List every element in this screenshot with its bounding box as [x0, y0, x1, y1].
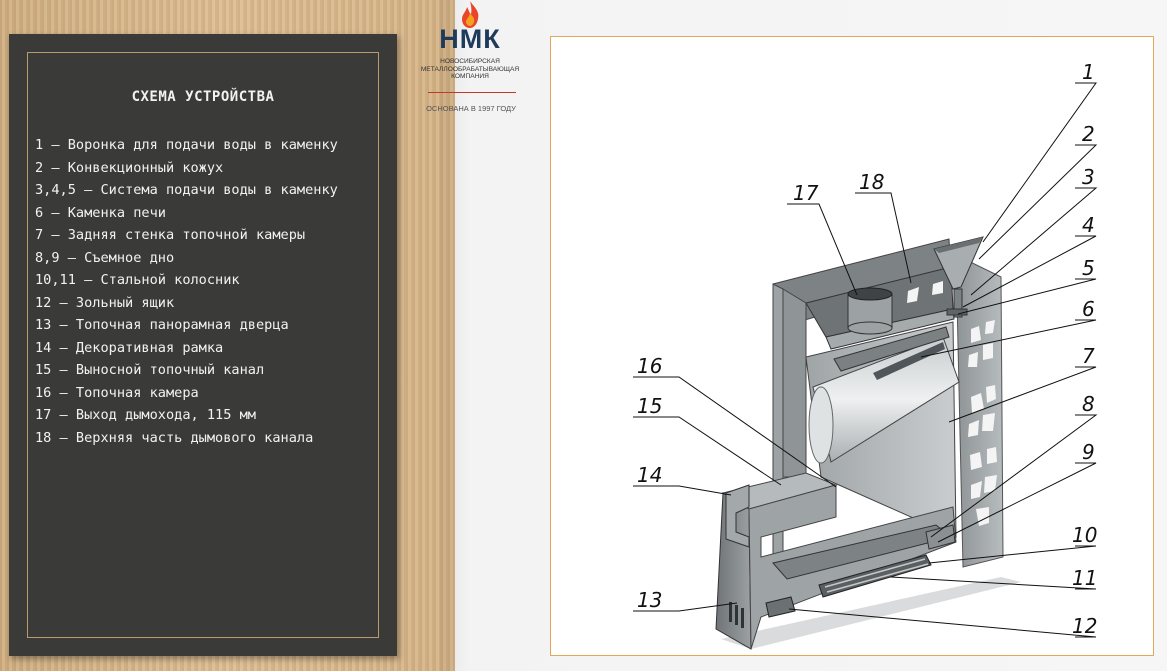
- callout-number-9: 9: [1082, 440, 1095, 464]
- legend-item: 18 – Верхняя часть дымового канала: [35, 429, 314, 446]
- legend-item: 1 – Воронка для подачи воды в каменку: [35, 137, 338, 153]
- callout-number-18: 18: [859, 170, 884, 194]
- logo-name: НМК: [439, 24, 501, 54]
- legend-item: 15 – Выносной топочный канал: [35, 362, 265, 378]
- legend-item: 3,4,5 – Система подачи воды в каменку: [35, 182, 338, 198]
- callout-number-14: 14: [637, 463, 662, 487]
- callout-number-8: 8: [1082, 392, 1095, 416]
- logo-subtitle: НОВОСИБИРСКАЯ МЕТАЛЛООБРАБАТЫВАЮЩАЯ КОМП…: [410, 58, 530, 81]
- legend-item: 12 – Зольный ящик: [35, 294, 175, 311]
- legend-item: 16 – Топочная камера: [35, 384, 199, 401]
- logo-founded: ОСНОВАНА В 1997 ГОДУ: [426, 104, 516, 113]
- callout-number-11: 11: [1072, 566, 1097, 590]
- wood-edge-shadow: [440, 0, 470, 671]
- legend-item: 17 – Выход дымохода, 115 мм: [35, 407, 256, 423]
- board-title: СХЕМА УСТРОЙСТВА: [131, 89, 275, 105]
- door-slots: [729, 602, 744, 628]
- callout-number-5: 5: [1082, 256, 1095, 280]
- chimney-outlet: [847, 287, 893, 335]
- legend-item: 8,9 – Съемное дно: [35, 249, 175, 266]
- legend-item: 2 – Конвекционный кожух: [35, 159, 224, 176]
- legend-list: 1 – Воронка для подачи воды в каменку 2 –…: [35, 134, 369, 449]
- board-frame: [27, 52, 379, 638]
- legend-board: СХЕМА УСТРОЙСТВА 1 – Воронка для подачи …: [9, 34, 397, 656]
- callout-number-1: 1: [1082, 60, 1095, 84]
- stove-body: [715, 236, 1021, 650]
- logo-subtitle-line: КОМПАНИЯ: [451, 73, 489, 81]
- callout-number-3: 3: [1082, 165, 1095, 189]
- ash-drawer: [765, 596, 796, 618]
- decorative-frame: [725, 484, 750, 548]
- legend-item: 10,11 – Стальной колосник: [35, 272, 240, 288]
- callout-number-10: 10: [1072, 523, 1097, 547]
- logo-subtitle-line: МЕТАЛЛООБРАБАТЫВАЮЩАЯ: [420, 65, 520, 73]
- company-logo: НМК НОВОСИБИРСКАЯ МЕТАЛЛООБРАБАТЫВАЮЩАЯ …: [410, 0, 542, 120]
- flame-icon: [462, 1, 479, 28]
- legend-item: 6 – Каменка печи: [35, 204, 166, 221]
- water-funnel: [933, 236, 984, 318]
- logo-divider: [428, 92, 516, 93]
- callout-number-17: 17: [793, 181, 819, 205]
- callout-number-2: 2: [1082, 122, 1095, 146]
- legend-item: 14 – Декоративная рамка: [35, 339, 224, 356]
- logo-subtitle-line: НОВОСИБИРСКАЯ: [440, 58, 500, 65]
- callout-number-12: 12: [1072, 614, 1097, 638]
- callout-leaders: [633, 82, 1098, 638]
- callout-number-16: 16: [637, 354, 662, 378]
- legend-item: 7 – Задняя стенка топочной камеры: [35, 227, 306, 243]
- legend-item: 13 – Топочная панорамная дверца: [35, 317, 289, 333]
- callout-number-4: 4: [1082, 213, 1095, 237]
- callout-number-6: 6: [1082, 297, 1095, 321]
- callout-number-13: 13: [637, 588, 662, 612]
- callout-number-15: 15: [637, 394, 662, 418]
- callout-number-7: 7: [1082, 344, 1095, 368]
